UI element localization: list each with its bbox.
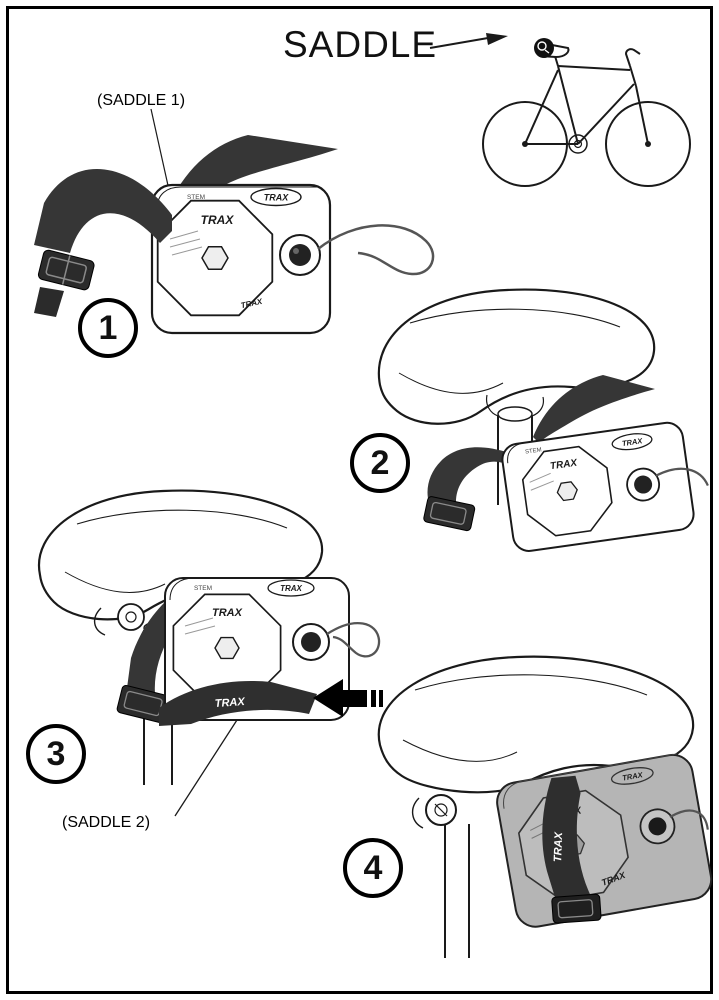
trax-device-mounted: TRAX TRAX TRAX TRAX [496,753,713,928]
top-logo-badge [250,187,302,207]
right-strap [170,135,338,215]
device-panel-text: STEM [525,447,542,455]
bicycle-illustration [482,38,691,187]
saddle-highlight-marker [534,38,554,58]
trax-logo-text: TRAX [212,607,243,619]
step-4-illustration: TRAX TRAX TRAX TRAX [377,655,713,958]
step-3-badge: 3 [26,724,86,784]
trax-logo-text: TRAX [552,831,565,862]
cord-loop [655,467,709,487]
saddle-pointer-arrow-icon [429,33,508,49]
cord-loop [326,622,381,658]
trax-logo-text: TRAX [622,770,645,783]
trax-logo-text: TRAX [201,213,235,227]
trax-device: STEM TRAX TRAX TRAX [150,183,435,335]
cord-loop [669,809,709,830]
press-direction-arrow-icon [313,679,383,717]
saddle-underside [377,288,656,425]
seat-clamp [412,794,457,829]
trax-logo-text: TRAX [621,436,643,448]
cord-loop [317,224,435,276]
trax-device: STEM TRAX TRAX [501,421,709,552]
step-3-illustration: STEM TRAX TRAX TRAX [37,489,383,817]
top-logo-badge [610,767,654,785]
label-saddle-2: (SADDLE 2) [62,814,151,831]
step-1-badge: 1 [78,298,138,358]
label-saddle-1: (SADDLE 1) [97,92,186,109]
center-hex-bolt [214,636,240,660]
trax-device: STEM TRAX TRAX [164,577,381,721]
center-hex-bolt [556,481,578,502]
strap-buckle [551,893,602,924]
top-logo-badge [267,579,315,597]
right-strap [533,375,655,443]
saddle1-pointer-line [150,108,172,200]
mounting-strap [542,775,591,907]
page-title: SADDLE [283,24,438,65]
step-1-illustration: STEM TRAX TRAX TRAX [34,108,435,335]
strap-buckle [423,496,476,532]
center-hex-bolt [201,245,229,271]
saddle2-pointer-line [174,719,238,817]
seat-post [444,824,470,958]
trax-logo-text: TRAX [264,193,289,203]
device-panel-text: STEM [194,585,212,592]
bike-frame [524,48,649,154]
strap-buckle [37,249,95,291]
seat-clamp [94,603,145,636]
top-logo-badge [611,433,653,451]
left-strap [427,447,517,511]
bottom-strap [159,681,317,726]
trax-logo-text: TRAX [214,696,245,710]
step-4-badge: 4 [343,838,403,898]
step-2-illustration: STEM TRAX TRAX [377,288,709,552]
step-2-badge: 2 [350,433,410,493]
trax-logo-text: TRAX [280,584,302,593]
left-strap [34,168,172,253]
strap-tail [34,287,64,317]
trax-logo-text: TRAX [549,457,579,472]
device-panel-text: STEM [187,194,205,201]
